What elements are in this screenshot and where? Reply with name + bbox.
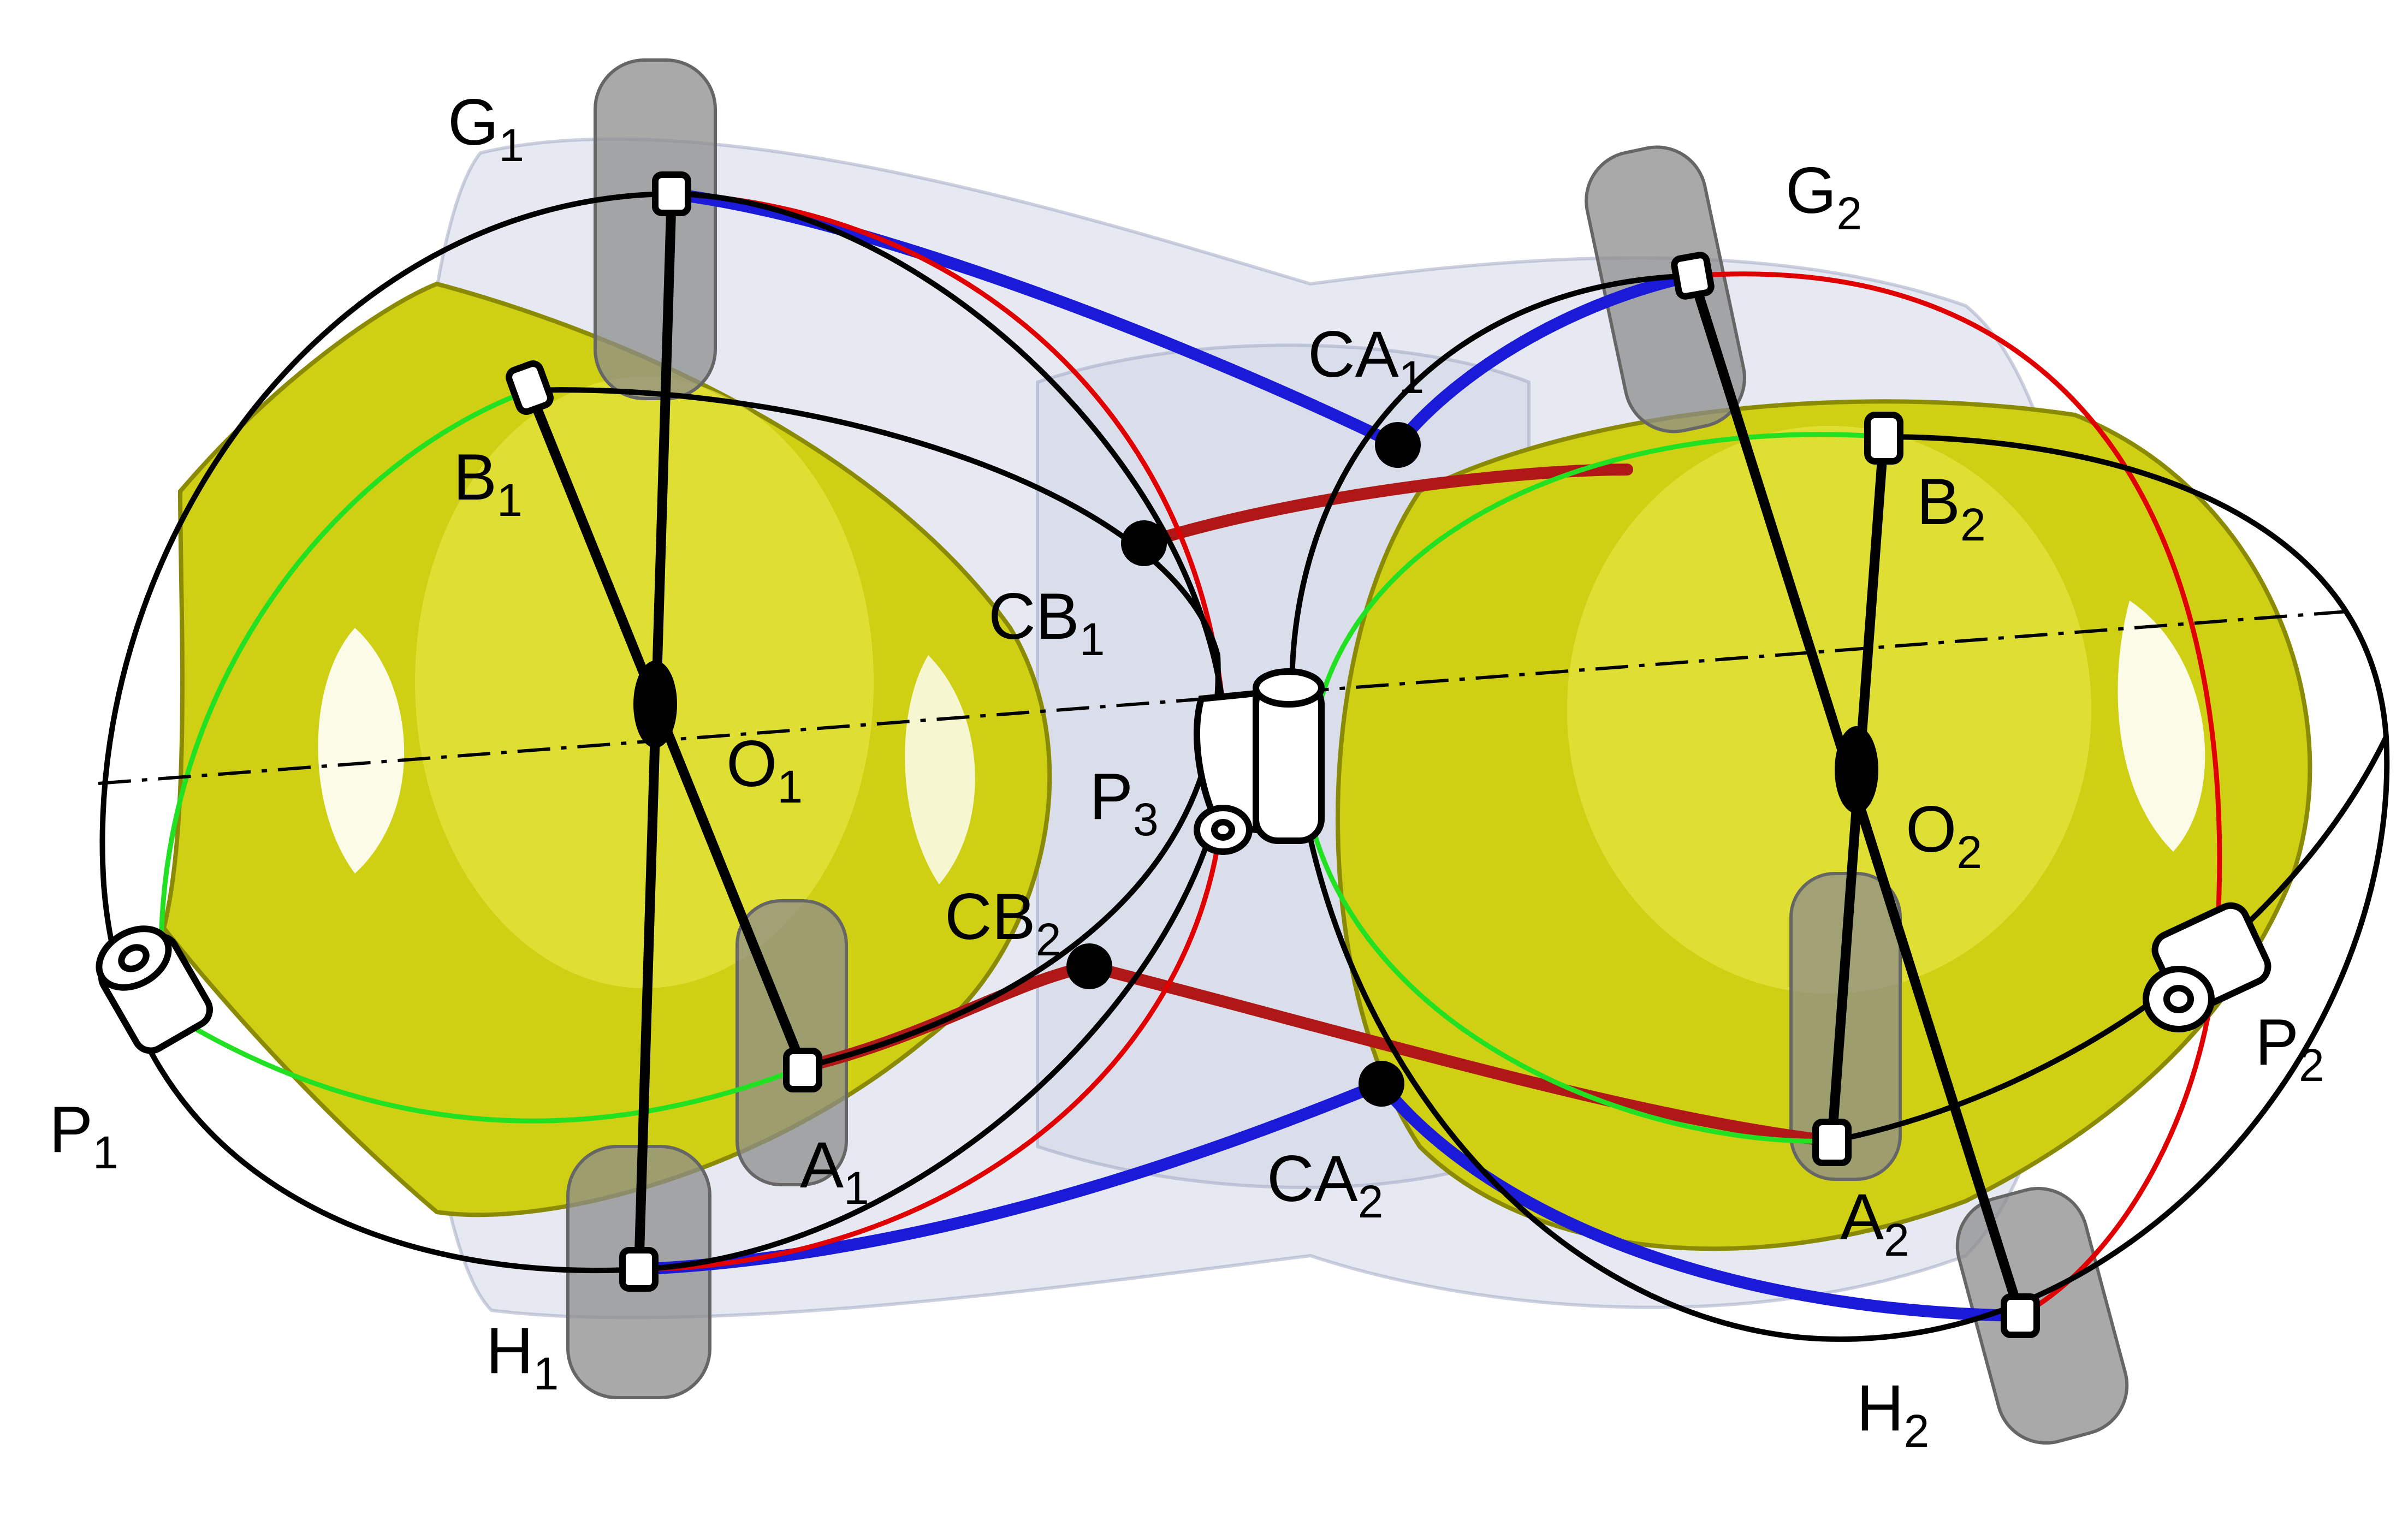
- connector-A2: [1812, 1119, 1852, 1166]
- connector-H2: [2001, 1293, 2040, 1338]
- label-P2: P2: [2255, 1006, 2324, 1091]
- label-A2: A2: [1840, 1180, 1909, 1266]
- pivot-O1: [633, 661, 677, 748]
- right-body: [1336, 399, 2312, 1251]
- connectors: [506, 171, 2040, 1338]
- label-B2: B2: [1917, 465, 1986, 550]
- pivot-O2: [1835, 726, 1878, 813]
- dot-CB1: [1121, 520, 1167, 566]
- label-H1: H1: [486, 1314, 559, 1399]
- label-G1: G1: [448, 86, 524, 171]
- label-H2: H2: [1857, 1371, 1929, 1457]
- labels: G1 B1 O1 P1 A1 H1 CB1 CB2 P3 CA1 CA2 G2 …: [49, 86, 2324, 1457]
- label-CA2: CA2: [1267, 1142, 1383, 1227]
- connector-B1: [506, 360, 554, 415]
- dot-CB2: [1066, 943, 1112, 989]
- label-O1: O1: [726, 727, 803, 812]
- connector-A1: [783, 1048, 822, 1092]
- knob-A2: [1789, 872, 1902, 1181]
- dot-CA2: [1359, 1061, 1404, 1107]
- dot-CA1: [1375, 422, 1421, 468]
- connector-G2: [1671, 252, 1715, 300]
- cylinder-P2: [2143, 902, 2271, 1032]
- knob-G1: [594, 58, 717, 400]
- knobs: [566, 58, 2129, 1445]
- cylinder-P3: [1194, 668, 1325, 855]
- label-B1: B1: [453, 441, 523, 526]
- red-wires: [636, 191, 2222, 1318]
- connector-H1: [619, 1247, 659, 1292]
- label-P1: P1: [49, 1093, 118, 1178]
- label-CB1: CB1: [988, 580, 1105, 665]
- connector-B2: [1864, 412, 1903, 465]
- label-A1: A1: [800, 1128, 869, 1214]
- cylinder-P1: [96, 925, 213, 1054]
- connector-G1: [652, 171, 691, 216]
- label-CB2: CB2: [945, 880, 1061, 965]
- label-CA1: CA1: [1308, 318, 1424, 403]
- junction-dots: [1066, 422, 1421, 1107]
- label-G2: G2: [1786, 154, 1862, 239]
- label-O2: O2: [1906, 793, 1982, 878]
- label-P3: P3: [1089, 760, 1159, 845]
